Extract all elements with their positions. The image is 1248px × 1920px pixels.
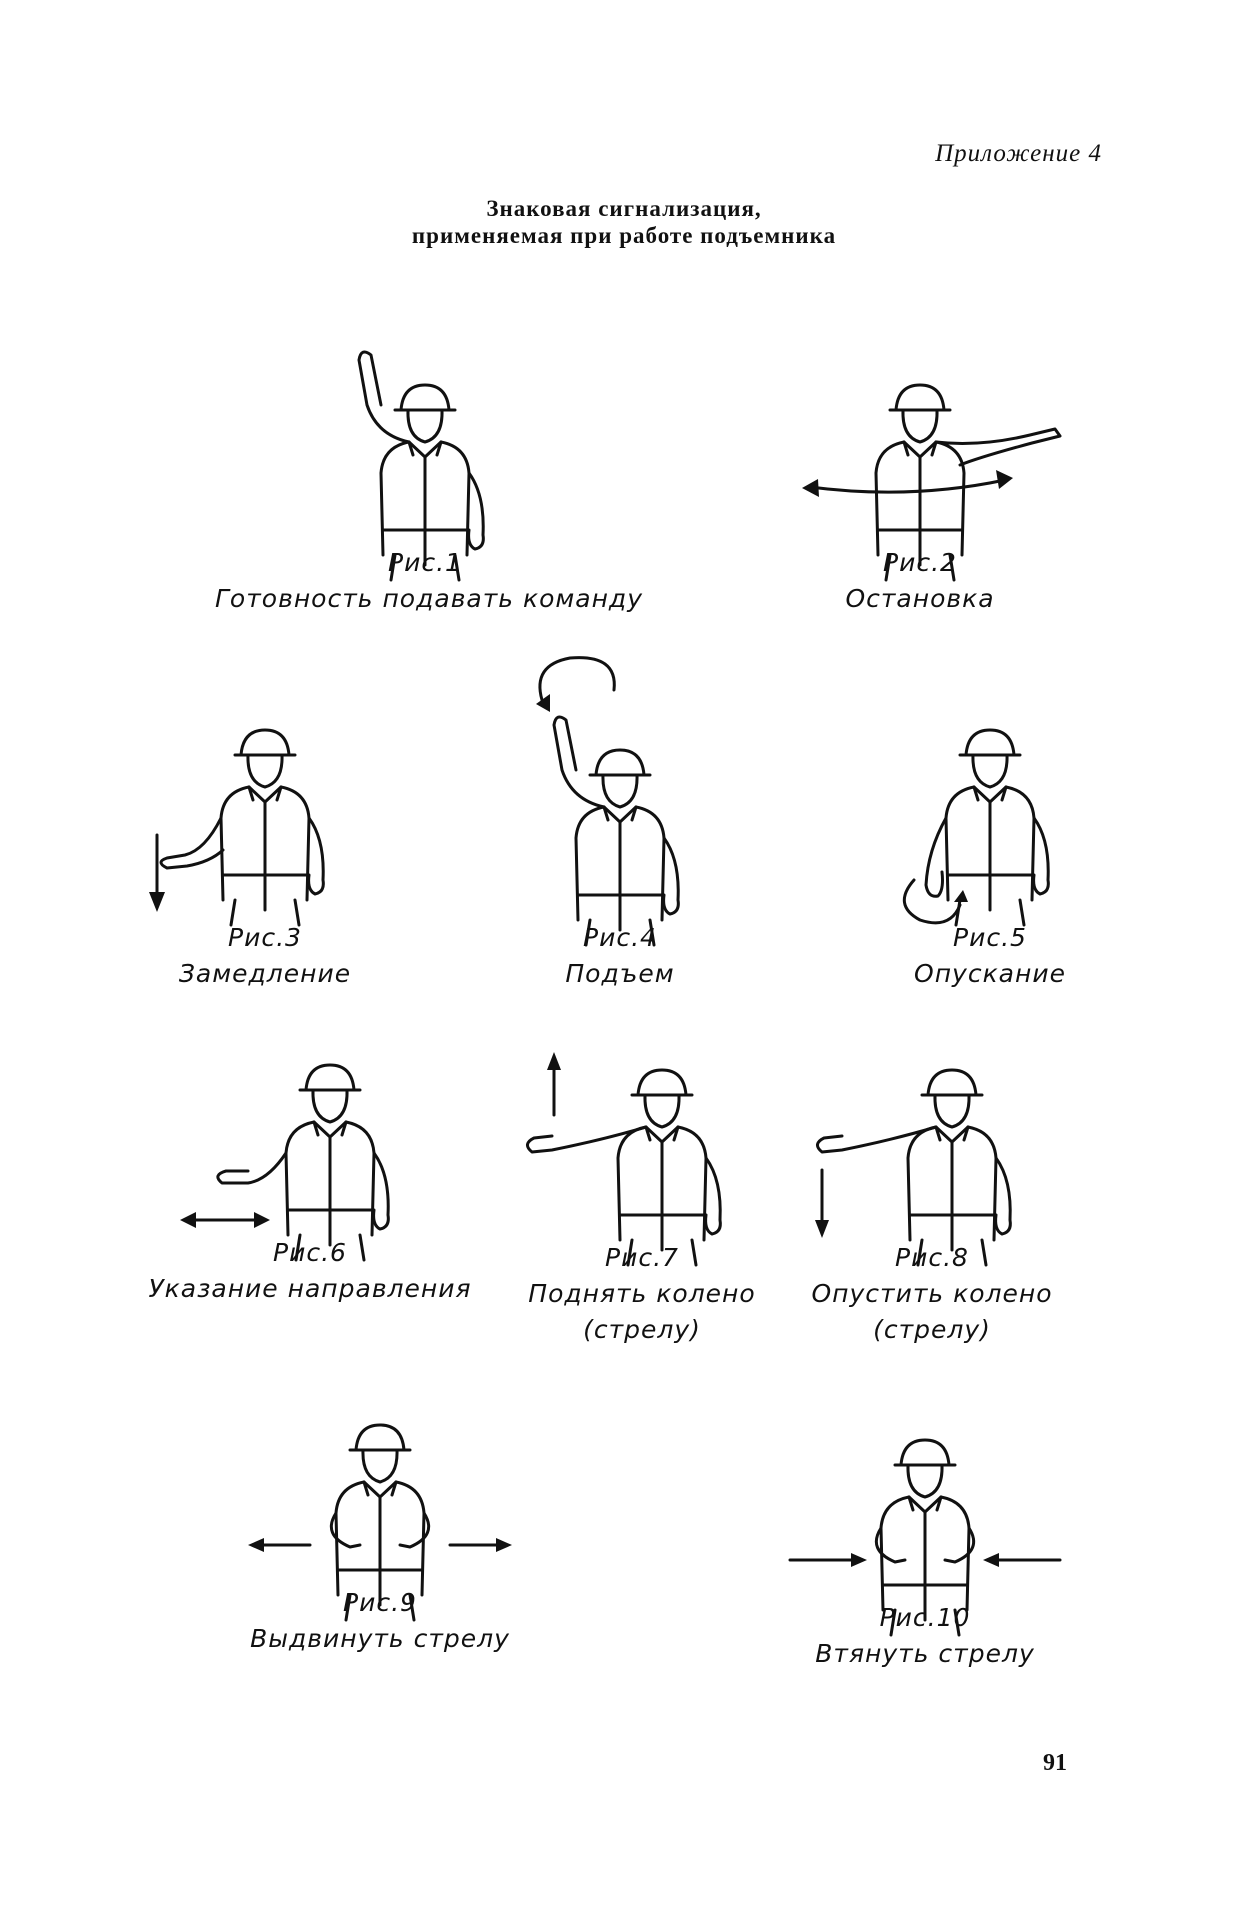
figure-1-caption: Готовность подавать команду xyxy=(215,584,643,613)
figure-7-number: Рис.7 xyxy=(605,1243,679,1272)
figure-3-number: Рис.3 xyxy=(228,923,302,952)
figure-5-caption: Опускание xyxy=(914,959,1066,988)
signalman-boom-up-icon xyxy=(526,1052,722,1267)
figure-6-number: Рис.6 xyxy=(273,1238,347,1267)
figure-1-number: Рис.1 xyxy=(388,548,462,577)
figure-10-number: Рис.10 xyxy=(879,1603,971,1632)
figure-10: Рис.10 Втянуть стрелу xyxy=(715,1400,1135,1672)
signalman-arm-down-circle-icon xyxy=(903,728,1050,927)
figure-9-number: Рис.9 xyxy=(343,1588,417,1617)
figure-2-number: Рис.2 xyxy=(883,548,957,577)
page-number: 91 xyxy=(1043,1750,1067,1776)
figure-3-caption: Замедление xyxy=(178,959,352,988)
figure-7: Рис.7 Поднять колено (стрелу) xyxy=(432,1030,852,1348)
figure-1: Рис.1 Готовность подавать команду xyxy=(215,345,643,617)
title-line-2: применяемая при работе подъемника xyxy=(411,223,837,248)
signalman-boom-down-icon xyxy=(815,1068,1012,1267)
figure-4-number: Рис.4 xyxy=(583,923,657,952)
figure-5: Рис.5 Опускание xyxy=(780,690,1200,992)
figure-6-caption: Указание направления xyxy=(148,1274,472,1303)
figure-6: Рис.6 Указание направления xyxy=(100,1025,520,1307)
signalman-arm-raised-icon xyxy=(357,350,485,582)
signalman-arm-down-arrow-icon xyxy=(149,728,325,927)
figure-10-caption: Втянуть стрелу xyxy=(815,1639,1035,1668)
figure-8-line-1: Опустить колено xyxy=(811,1279,1053,1308)
signalman-arm-up-circle-icon xyxy=(536,656,680,947)
figure-8-line-2: (стрелу) xyxy=(873,1315,991,1344)
figure-5-number: Рис.5 xyxy=(953,923,1027,952)
figure-8-number: Рис.8 xyxy=(895,1243,969,1272)
appendix-label: Приложение 4 xyxy=(935,140,1102,167)
figure-7-line-2: (стрелу) xyxy=(583,1315,701,1344)
figure-2: Рис.2 Остановка xyxy=(710,345,1130,617)
document-title: Знаковая сигнализация, применяемая при р… xyxy=(0,195,1248,249)
signalman-direction-arrow-icon xyxy=(180,1063,390,1262)
figure-9-caption: Выдвинуть стрелу xyxy=(250,1624,510,1653)
figure-2-caption: Остановка xyxy=(845,584,995,613)
signalman-extend-boom-icon xyxy=(248,1423,512,1622)
figure-8: Рис.8 Опустить колено (стрелу) xyxy=(722,1030,1142,1348)
figure-4-caption: Подъем xyxy=(565,959,675,988)
title-line-1: Знаковая сигнализация, xyxy=(486,196,762,221)
figure-4: Рис.4 Подъем xyxy=(410,650,830,992)
signalman-arm-horizontal-swing-icon xyxy=(802,383,1062,582)
figure-9: Рис.9 Выдвинуть стрелу xyxy=(170,1385,590,1657)
signalman-retract-boom-icon xyxy=(788,1438,1062,1637)
figure-7-line-1: Поднять колено xyxy=(528,1279,756,1308)
figure-3: Рис.3 Замедление xyxy=(55,690,475,992)
